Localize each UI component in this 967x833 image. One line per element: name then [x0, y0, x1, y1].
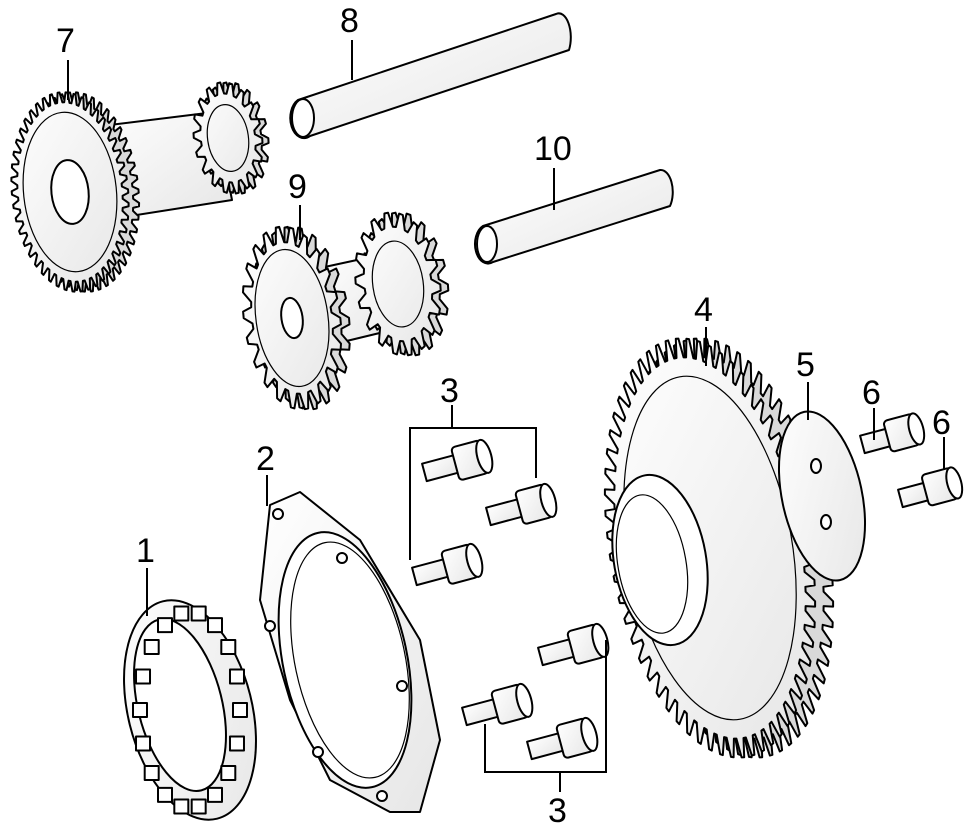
part-6-screw-lower	[897, 466, 964, 509]
part-6-screw-upper	[859, 412, 926, 455]
callout-7: 7	[56, 22, 75, 60]
callout-5: 5	[796, 346, 815, 384]
callout-3-lower: 3	[548, 792, 567, 830]
callouts: 7 8 9 10 4 5 6 6 3 2 1 3	[56, 2, 951, 830]
callout-2: 2	[256, 440, 275, 478]
callout-1: 1	[136, 532, 155, 570]
part-2-flange-plate	[259, 491, 441, 813]
leader-lines	[67, 40, 945, 792]
part-9-double-gear	[242, 211, 450, 411]
callout-3-upper: 3	[440, 372, 459, 410]
part-5-washer-plate	[777, 410, 867, 582]
callout-6-lower: 6	[932, 404, 951, 442]
callout-10: 10	[534, 130, 572, 168]
part-7-cluster-gear	[10, 81, 270, 293]
callout-9: 9	[288, 168, 307, 206]
callout-8: 8	[340, 2, 359, 40]
part-1-freewheel-clutch	[123, 599, 257, 821]
callout-4: 4	[694, 291, 713, 329]
part-10-pin	[474, 168, 674, 265]
callout-6-upper: 6	[862, 374, 881, 412]
part-8-pin	[289, 12, 572, 139]
part-3-screws	[411, 438, 610, 761]
